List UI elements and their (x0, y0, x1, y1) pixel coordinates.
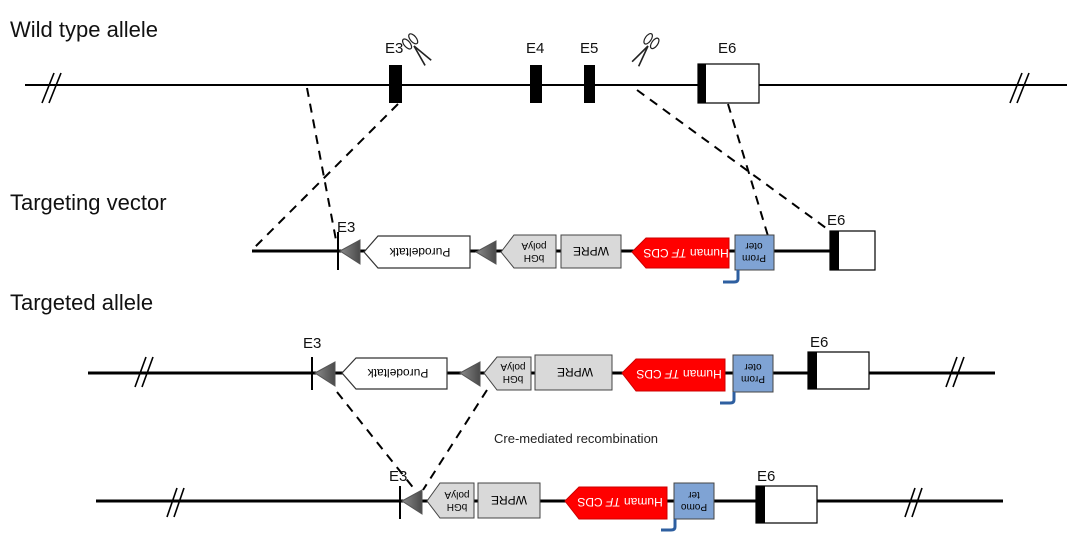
bgh-label: bGH (447, 501, 468, 512)
purodeltatk-cassette (363, 235, 471, 269)
exon-e6 (807, 351, 870, 390)
polya-label: polyA (500, 361, 525, 372)
recombined-allele: E3 bGH polyA WPRE Human TF CDS Pomo ter … (96, 468, 1003, 532)
loxp-site-icon (314, 361, 336, 387)
promoter-label-line1: Prom (741, 373, 765, 384)
exon-e6 (697, 63, 760, 104)
break-mark-icon (134, 356, 965, 388)
exon-label-e5: E5 (580, 40, 598, 57)
cre-recombination-label: Cre-mediated recombination (494, 431, 658, 446)
exon-label-e3: E3 (389, 468, 407, 485)
exon-e6 (755, 485, 818, 524)
exon-label-e3: E3 (303, 335, 321, 352)
loxp-site-icon (474, 240, 497, 265)
exon-label-e6: E6 (827, 212, 845, 229)
wpre-box (534, 354, 613, 391)
exon-e6-coding (830, 231, 839, 270)
row-title-targeting-vector: Targeting vector (10, 190, 167, 215)
exon-e4 (530, 65, 542, 103)
exon-label-e3: E3 (337, 219, 355, 236)
promoter-label-line2: ter (687, 489, 699, 500)
transcription-start-arrow-icon (661, 519, 677, 532)
wild-type-allele: E3 E4 E5 E6 (25, 32, 1067, 104)
row-title-targeted-allele: Targeted allele (10, 290, 153, 315)
loxp-site-icon (459, 361, 481, 387)
exon-e6-coding (756, 486, 765, 523)
bgh-polya-box (500, 234, 557, 269)
human-tf-cds-label: Human TF CDS (636, 367, 721, 381)
exon-label-e4: E4 (526, 40, 544, 57)
wpre-label: WPRE (573, 244, 609, 258)
human-tf-cds-box (564, 486, 668, 520)
promoter-label-line1: Pomo (681, 501, 708, 512)
polya-label: polyA (444, 489, 469, 500)
exon-e6-coding (698, 64, 706, 103)
promoter-box (732, 354, 774, 393)
promoter-box (673, 482, 715, 520)
human-tf-cds-box (621, 358, 726, 392)
human-tf-cds-label: Human TF CDS (577, 495, 662, 509)
exon-e5 (584, 65, 595, 103)
loxp-site-icon (401, 489, 423, 515)
exon-label-e6: E6 (757, 468, 775, 485)
row-title-wild-type: Wild type allele (10, 17, 158, 42)
bgh-polya-box (483, 356, 532, 391)
wpre-box (477, 482, 541, 519)
break-mark-icon (166, 487, 923, 518)
loxp-site-icon (339, 239, 361, 265)
scissors-icon (631, 32, 660, 67)
polya-label: polyA (521, 240, 546, 251)
human-tf-cds-label: Human TF CDS (643, 246, 728, 260)
promoter-label-line2: oter (744, 361, 762, 372)
wpre-label: WPRE (491, 493, 527, 507)
targeting-vector: E3 Purodeltatk bGH polyA WPRE Human TF C… (252, 212, 876, 284)
transcription-start-arrow-icon (723, 270, 740, 284)
cre-recombination-lines (336, 389, 488, 491)
wpre-box (560, 234, 622, 269)
purodeltatk-label: Purodeltatk (389, 245, 451, 259)
wpre-label: WPRE (557, 365, 593, 379)
exon-e3 (389, 65, 402, 103)
homology-arm-lines (251, 87, 827, 251)
human-tf-cds-box (631, 237, 730, 269)
targeted-allele: E3 Purodeltatk bGH polyA WPRE Human TF C… (88, 334, 995, 405)
exon-label-e3: E3 (385, 40, 403, 57)
purodeltatk-label: Purodeltatk (367, 366, 429, 380)
exon-label-e6: E6 (718, 40, 736, 57)
exon-e6-coding (808, 352, 817, 389)
purodeltatk-cassette (341, 357, 448, 390)
transcription-start-arrow-icon (720, 392, 736, 405)
bgh-label: bGH (524, 252, 545, 263)
exon-label-e6: E6 (810, 334, 828, 351)
scissors-icon (401, 33, 432, 66)
promoter-label-line2: oter (745, 240, 763, 251)
break-mark-icon (41, 72, 1030, 104)
promoter-box (734, 234, 775, 271)
bgh-label: bGH (503, 373, 524, 384)
bgh-polya-box (426, 482, 475, 519)
promoter-label-line1: Prom (742, 252, 766, 263)
